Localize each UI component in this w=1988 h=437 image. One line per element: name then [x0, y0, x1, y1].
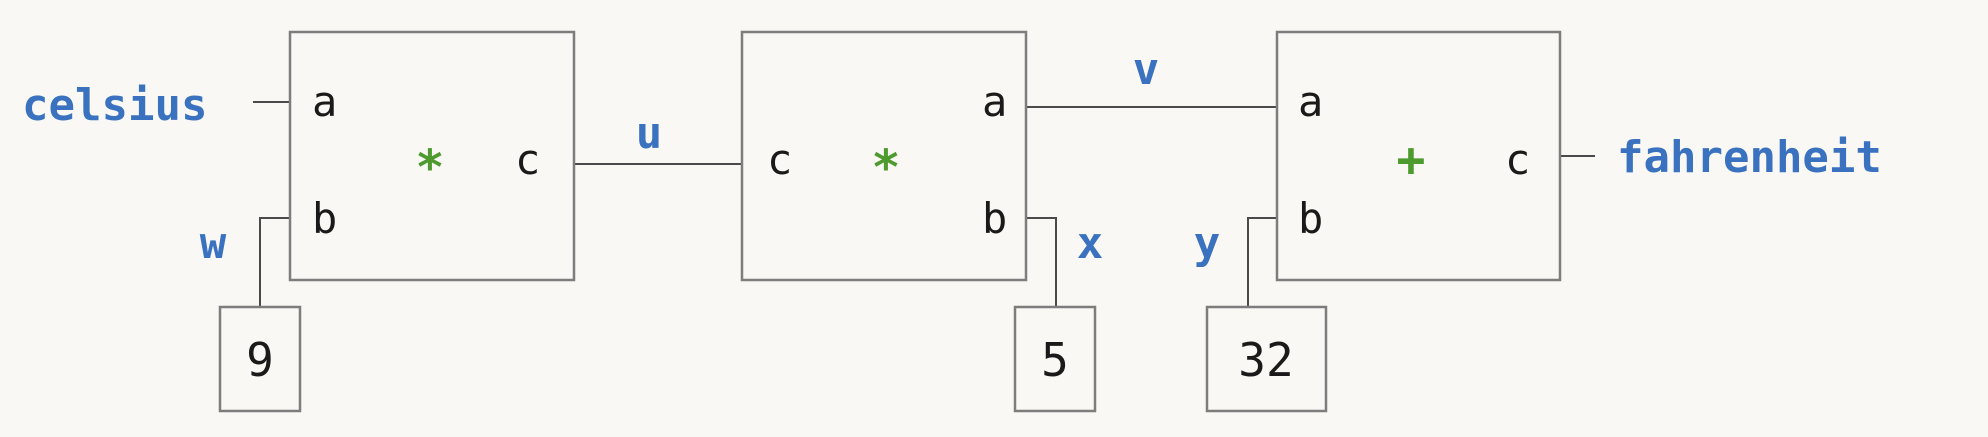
connector-label-celsius: celsius: [22, 80, 207, 131]
multiplier-box-2: a b c *: [740, 30, 1028, 282]
wires: [253, 101, 1595, 307]
wire-w: [259, 217, 290, 307]
constant-5-outline: [1013, 305, 1097, 413]
multiplier-1-port-a: a: [312, 77, 337, 126]
constant-5-value: 5: [1041, 333, 1069, 387]
constant-32-outline: [1205, 305, 1328, 413]
multiplier-1-port-b: b: [312, 194, 337, 243]
connector-label-u: u: [636, 108, 663, 159]
connector-label-fahrenheit: fahrenheit: [1617, 132, 1882, 183]
connector-label-x: x: [1077, 218, 1104, 269]
constant-box-5: 5: [1013, 305, 1097, 413]
connector-label-y: y: [1194, 218, 1221, 269]
adder-operator: +: [1397, 132, 1426, 188]
adder-box: a b c +: [1275, 30, 1562, 282]
multiplier-2-port-a: a: [982, 77, 1007, 126]
wire-x: [1026, 217, 1057, 307]
constant-box-9: 9: [218, 305, 302, 413]
constant-32-value: 32: [1238, 333, 1293, 387]
wire-y: [1247, 217, 1277, 307]
multiplier-1-port-c: c: [515, 135, 540, 184]
multiplier-1-operator: *: [416, 140, 445, 196]
connector-label-v: v: [1133, 44, 1160, 95]
adder-port-c: c: [1505, 135, 1530, 184]
multiplier-2-port-b: b: [982, 194, 1007, 243]
multiplier-2-operator: *: [872, 140, 901, 196]
multiplier-box-1: a b c *: [288, 30, 576, 282]
constant-9-value: 9: [246, 333, 274, 387]
constant-9-outline: [218, 305, 302, 413]
adder-port-a: a: [1298, 77, 1323, 126]
adder-outline: [1275, 30, 1562, 282]
connector-label-w: w: [200, 218, 227, 269]
constant-box-32: 32: [1205, 305, 1328, 413]
multiplier-1-outline: [288, 30, 576, 282]
multiplier-2-outline: [740, 30, 1028, 282]
multiplier-2-port-c: c: [767, 135, 792, 184]
adder-port-b: b: [1298, 194, 1323, 243]
